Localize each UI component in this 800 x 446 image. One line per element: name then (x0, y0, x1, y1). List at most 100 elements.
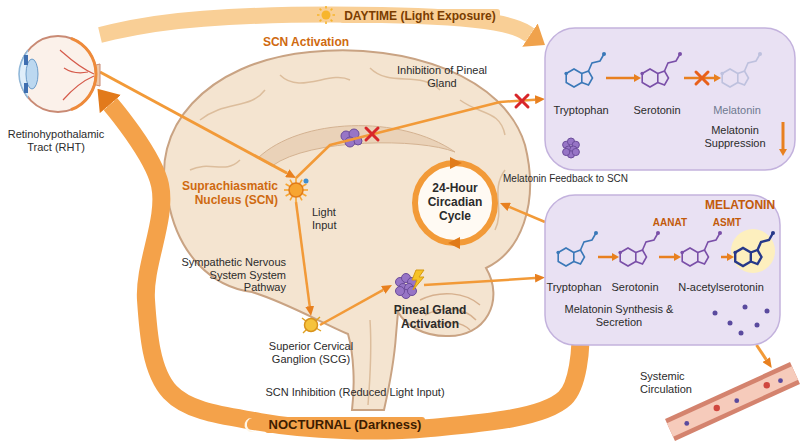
panel-caption: Melatonin Synthesis & Secretion (559, 303, 679, 328)
benzene-ring (682, 248, 698, 266)
benzene-ring (642, 69, 658, 87)
activation-arrow (424, 278, 535, 285)
side-chain (581, 233, 597, 250)
melatonin-particle (713, 311, 718, 316)
side-chain (745, 54, 761, 71)
synthesis-panel: MELATONINAANATASMTTryptophanSerotoninN-a… (545, 195, 780, 345)
symbol-overlay (244, 6, 528, 432)
eyeball (20, 36, 96, 112)
benzene-ring (566, 69, 582, 87)
cycle-label: 24-Hour Circadian Cycle (422, 182, 488, 223)
atom-dot (678, 52, 682, 56)
molecule-name: Tryptophan (545, 281, 603, 294)
arrow-head (714, 74, 721, 82)
feedback-arrow (509, 207, 545, 222)
arrow-shaft (684, 77, 714, 80)
pyrrole-ring (751, 250, 762, 264)
pathway-label: Sympathetic Nervous System System Pathwa… (172, 256, 286, 294)
atom-dot (758, 52, 762, 56)
nucleus-label: Suprachiasmatic Nucleus (SCN) (150, 180, 278, 208)
arrow-shaft (782, 122, 785, 149)
side-chain (758, 233, 774, 250)
pyrrole-ring (658, 71, 669, 85)
pineal-lobes (563, 138, 580, 158)
atom-dot (733, 251, 737, 255)
molecule-name: Serotonin (607, 281, 663, 294)
pineal-lobe (396, 287, 405, 296)
circadian-cycle: 24-Hour Circadian Cycle (410, 158, 500, 248)
pineal-gland: Pineal Gland Activation (392, 270, 424, 300)
neuron-cell (304, 179, 309, 184)
melatonin-particle (739, 331, 744, 336)
molecule-structure (640, 52, 682, 87)
arrow-shaft (721, 256, 727, 259)
eye-illustration-shape (8, 22, 100, 122)
arrow-head (779, 149, 787, 156)
melatonin-particle (734, 398, 739, 403)
cycle-arrowhead (450, 157, 462, 169)
arrow-head (612, 253, 619, 261)
pathway-label: Inhibition of Pineal Gland (392, 64, 492, 89)
panel-ground (545, 195, 780, 345)
sympathetic-arrow (320, 290, 383, 325)
sun-icon (317, 6, 335, 24)
atom-dot (594, 231, 598, 235)
atom-dot (720, 72, 724, 76)
nocturnal-band (110, 104, 580, 430)
blood-vessel: Systemic Circulation (640, 368, 795, 430)
molecule-name: Melatonin (707, 104, 767, 117)
side-chain (643, 233, 659, 250)
melatonin-particle (728, 321, 733, 326)
pyrrole-ring (738, 71, 749, 85)
pyrrole-ring (698, 250, 709, 264)
tract-label: Retinohypothalamic Tract (RHT) (2, 128, 110, 153)
brain-outline (164, 50, 530, 410)
retina (71, 38, 96, 109)
panel-caption: Melatonin Suppression (695, 124, 775, 149)
scn-star (284, 178, 309, 202)
scn-core (289, 183, 303, 197)
side-chain (665, 54, 681, 71)
enzyme-name: AANAT (650, 217, 690, 229)
moon-icon (244, 418, 255, 432)
scn-nucleus-shape (284, 178, 308, 202)
connector-label: NOCTURNAL (Darkness) (265, 417, 426, 433)
molecule-structure (680, 231, 722, 266)
ganglion-label: Superior Cervical Ganglion (SCG) (251, 340, 371, 365)
cycle-ring (415, 163, 495, 243)
molecule-structure (720, 52, 762, 87)
atom-dot (656, 231, 660, 235)
molecule-structure (556, 231, 598, 266)
molecule-structure (618, 231, 660, 266)
molecule-name: Tryptophan (551, 104, 611, 117)
blood-vessels (60, 50, 94, 100)
suppression-panel: Tryptophan Serotonin MelatoninMelatonin Su… (545, 28, 795, 170)
activation-bolt (412, 270, 424, 290)
arrow-shaft (606, 77, 634, 80)
melatonin-particle (684, 421, 689, 426)
atom-dot (718, 231, 722, 235)
melatonin-particle (765, 309, 770, 314)
enzyme-name: ASMT (707, 217, 747, 229)
melatonin-particle (743, 305, 748, 310)
pineal-lobe (572, 148, 579, 155)
ganglion-cell (305, 319, 318, 332)
pathway-label: SCN Activation (256, 36, 356, 50)
inhibition-cross (366, 128, 378, 140)
blood-cell (714, 405, 720, 411)
inhibition-arrow (296, 100, 535, 178)
side-chain (589, 54, 605, 71)
block-cross (696, 72, 708, 84)
connector-label: DAYTIME (Light Exposure) (340, 9, 500, 23)
panel-ground (545, 28, 795, 170)
vessel-lumen (670, 373, 795, 430)
product-name: MELATONIN (702, 199, 778, 213)
pyrrole-ring (582, 71, 593, 85)
pineal-label: Pineal Gland Activation (388, 304, 472, 332)
benzene-ring (558, 248, 574, 266)
pineal-lobe (563, 148, 570, 155)
atom-dot (640, 72, 644, 76)
eye-illustration: Retinohypothalamic Tract (RHT) (8, 22, 100, 122)
molecule-name: Serotonin (627, 104, 687, 117)
